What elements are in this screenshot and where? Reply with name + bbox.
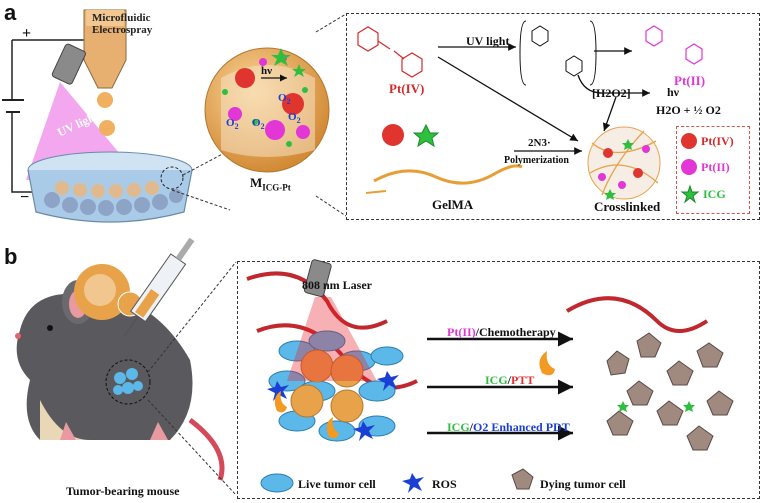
- pt4-sphere-icon: [681, 133, 697, 149]
- plus-sign: +: [22, 25, 32, 42]
- dying-cell-icon: [511, 468, 534, 490]
- electrospray-label-1: Microfluidic: [92, 12, 151, 24]
- pathway-chemo-label: Pt(II)/Chemotherapy: [447, 325, 556, 339]
- legend-a-label: Pt(IV): [701, 134, 734, 148]
- gelma-label: GelMA: [432, 197, 474, 212]
- reaction-scheme-box: [346, 13, 760, 220]
- legend-a: Pt(IV) Pt(II) ICG: [676, 126, 750, 214]
- bead-o2-4: O2: [278, 92, 291, 107]
- therapy-scheme-box: [237, 261, 760, 499]
- tumor-scene: [246, 259, 734, 493]
- electrospray-label-2: Electrospray: [92, 24, 153, 36]
- crosslinked-label: Crosslinked: [594, 199, 661, 214]
- bead-o2-3: O2: [288, 111, 301, 126]
- pt2-sphere-icon: [681, 159, 697, 175]
- ros-star-icon: [402, 473, 424, 493]
- icg-star-icon: [680, 184, 700, 204]
- legend-a-label: Pt(II): [701, 160, 730, 174]
- legend-live-cell-label: Live tumor cell: [298, 477, 376, 491]
- polymerization-label: Polymerization: [504, 155, 569, 166]
- mouse-label: Tumor-bearing mouse: [66, 484, 180, 498]
- product-label: H2O + ½ O2: [656, 103, 721, 117]
- pt2-label: Pt(II): [674, 73, 706, 88]
- micg-pt-bead: [204, 47, 330, 173]
- zoom-lines-a: [171, 13, 347, 217]
- legend-a-label: ICG: [703, 187, 726, 201]
- legend-dying-cell-label: Dying tumor cell: [540, 477, 626, 491]
- bead-hv-label: hν: [261, 65, 273, 77]
- legend-ros-label: ROS: [432, 477, 457, 491]
- panel-b-label: b: [4, 244, 18, 269]
- laser-label: 808 nm Laser: [302, 278, 372, 292]
- bead-o2-1: O2: [226, 117, 239, 132]
- uv-arrow-label: UV light: [466, 34, 510, 48]
- live-cell-icon: [260, 473, 294, 493]
- minus-sign: −: [20, 189, 30, 206]
- n3-label: 2N3·: [528, 137, 551, 149]
- electrospray-setup: [2, 9, 193, 223]
- h2o2-label: [H2O2]: [592, 86, 631, 100]
- hv-label-scheme: hν: [667, 85, 680, 99]
- pathway-pdt-label: ICG/O2 Enhanced PDT: [447, 420, 570, 434]
- mouse-illustration: [15, 237, 225, 481]
- bead-name-label: MICG-Pt: [250, 175, 291, 193]
- pt4-label: Pt(IV): [389, 81, 425, 96]
- pathway-ptt-label: ICG/PTT: [485, 373, 535, 387]
- reaction-scheme: [357, 20, 703, 200]
- panel-a-label: a: [4, 0, 17, 25]
- bead-o2-2: O2: [252, 117, 265, 132]
